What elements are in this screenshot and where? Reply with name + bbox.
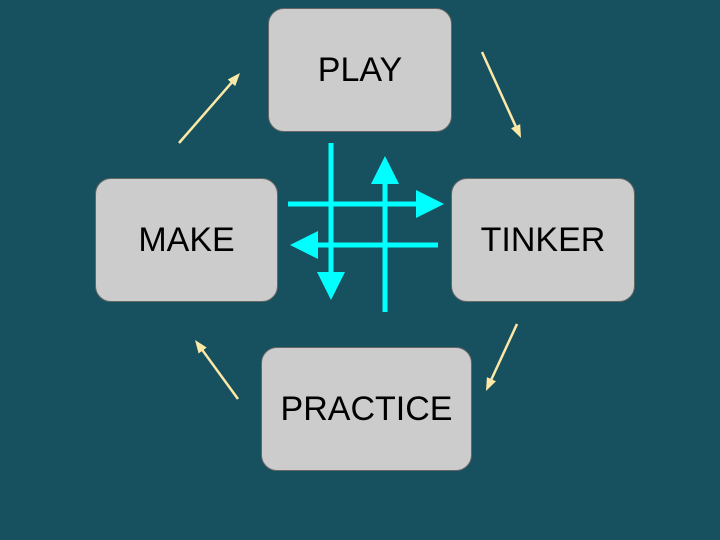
arrow-left-head [290, 231, 318, 259]
node-tinker: TINKER [451, 178, 635, 302]
arrow-up-head [371, 156, 399, 184]
arrow-play-to-tinker-head [511, 124, 521, 138]
arrow-tinker-to-practice-head [486, 377, 496, 391]
arrow-play-to-tinker [480, 51, 518, 128]
arrow-right-head [416, 190, 444, 218]
arrow-practice-to-make [201, 348, 240, 400]
arrow-make-to-play [178, 81, 234, 144]
node-make: MAKE [95, 178, 278, 302]
arrow-make-to-play-head [227, 73, 240, 87]
node-make-label: MAKE [138, 220, 235, 259]
node-practice: PRACTICE [261, 347, 472, 471]
node-play-label: PLAY [317, 50, 403, 89]
node-practice-label: PRACTICE [280, 389, 453, 428]
arrow-down-head [317, 272, 345, 300]
node-play: PLAY [268, 8, 452, 132]
arrow-tinker-to-practice [489, 323, 519, 381]
arrow-practice-to-make-head [195, 340, 207, 354]
node-tinker-label: TINKER [480, 220, 606, 259]
cycle-arrows [178, 51, 521, 400]
cross-arrows [288, 143, 444, 312]
